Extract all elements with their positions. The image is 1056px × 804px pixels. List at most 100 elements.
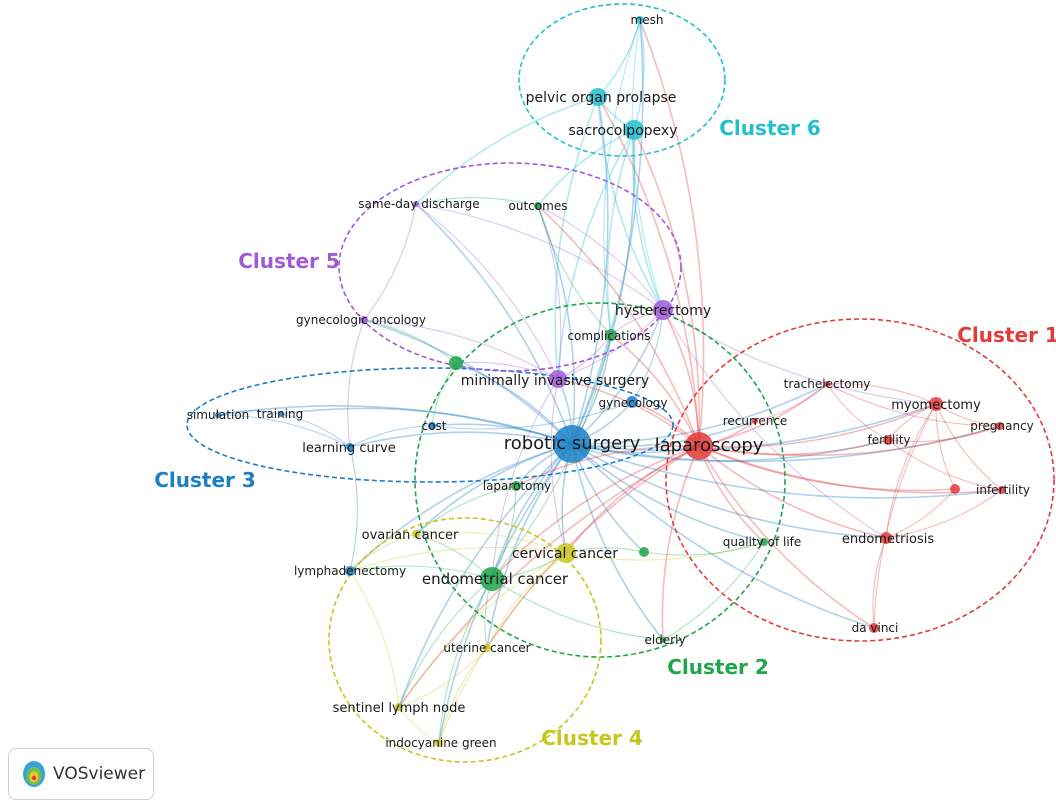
node-label-endometrial: endometrial cancer [422,570,569,588]
edge-robotic-uterine [486,443,573,649]
edge-mesh-complications [603,19,641,336]
edge-learning-training [280,413,351,448]
cluster-label-c4: Cluster 4 [541,726,643,750]
node-sentinel[interactable] [395,703,403,711]
node-gynecology[interactable] [626,396,638,408]
edge-mesh-hysterectomy [631,19,664,311]
node-label-sacro: sacrocolpopexy [568,123,677,139]
edge-cervical-lymph [349,546,567,572]
node-icg[interactable] [435,739,443,747]
cluster-label-c5: Cluster 5 [238,249,340,273]
edge-mis_green-gynonc [363,319,457,364]
node-robotic[interactable] [553,425,591,463]
node-red_small[interactable] [950,484,960,494]
edge-cervical-sentinel [398,552,567,708]
node-label-outcomes: outcomes [509,199,568,213]
edge-robotic-training [280,407,573,445]
node-label-pop: pelvic organ prolapse [526,90,677,106]
node-pop[interactable] [589,88,607,106]
edge-endometrial-laparotomy [491,485,517,580]
edge-robotic-endometriosis [571,443,887,539]
edge-sacro-hysterectomy [632,129,664,311]
edge-myomectomy-davinci [873,403,937,629]
edge-robotic-pop [571,96,609,445]
cluster-label-c3: Cluster 3 [154,468,256,492]
edge-endometrial-elderly [491,578,664,641]
node-mis_green[interactable] [449,356,463,370]
edge-laparoscopy-infertility [698,445,1003,494]
edge-elderly-qol [662,541,765,641]
edge-laparoscopy-outcomes [537,205,700,447]
node-label-learning: learning curve [302,441,396,456]
edge-laparoscopy-pop [597,96,700,447]
edge-pop-mis [554,96,599,380]
edge-cervical-ovarian [415,531,567,554]
node-infertility[interactable] [998,486,1006,494]
edge-robotic-fertility [571,439,889,462]
edge-robotic-recurrence [571,420,756,448]
node-laparoscopy[interactable] [685,432,713,460]
node-green_mid[interactable] [639,547,649,557]
edge-uterine-icg [438,647,488,744]
node-elderly[interactable] [660,637,666,643]
edge-layer [217,19,1003,744]
edge-cervical-icg [438,552,567,744]
edge-cervical-uterine [486,552,567,649]
edge-mis-gynonc [363,319,559,380]
edge-laparoscopy-complications [610,334,700,447]
node-label-davinci: da vinci [852,621,899,635]
node-learning[interactable] [346,443,354,451]
edge-robotic-qol [571,443,765,543]
node-label-ovarian: ovarian cancer [362,528,459,543]
node-label-laparoscopy: laparoscopy [655,435,764,456]
node-cost[interactable] [428,422,436,430]
node-trachel[interactable] [824,381,830,387]
node-label-laparotomy: laparotomy [483,479,552,493]
cluster-outline-c5 [338,162,682,372]
edge-sacro-mesh [633,19,645,131]
node-cervical[interactable] [556,543,576,563]
edge-myomectomy-endometriosis [885,403,937,539]
node-lymph[interactable] [345,566,355,576]
edge-outcomes-complications [537,205,612,336]
node-label-mesh: mesh [631,13,664,27]
node-ovarian[interactable] [412,530,420,538]
node-sacro[interactable] [624,120,644,140]
edge-mis-sameday [415,203,559,380]
edge-laparotomy-ovarian [415,485,517,535]
node-training[interactable] [278,411,284,417]
edge-learning-simulation [217,414,351,448]
edge-cervical-qol [565,541,765,561]
node-endometriosis[interactable] [880,532,892,544]
node-mis[interactable] [549,370,567,388]
node-endometrial[interactable] [480,567,504,591]
node-fertility[interactable] [883,435,893,445]
node-davinci[interactable] [869,623,879,633]
node-qol[interactable] [760,538,768,546]
edge-sacro-complications [606,129,635,336]
node-mesh[interactable] [636,16,644,24]
node-uterine[interactable] [483,644,491,652]
node-myomectomy[interactable] [929,397,943,411]
edge-outcomes-sameday [415,197,539,207]
node-outcomes[interactable] [534,202,542,210]
cluster-label-c1: Cluster 1 [957,323,1056,347]
node-recurrence[interactable] [752,418,758,424]
vosviewer-logo-icon [23,761,45,787]
node-label-fertility: fertility [867,433,910,447]
edge-laparoscopy-hysterectomy [662,309,700,447]
edge-sacro-outcomes [537,129,635,207]
node-simulation[interactable] [215,412,221,418]
edge-fertility-infertility [887,439,1003,491]
node-laparotomy[interactable] [511,481,521,491]
node-pregnancy[interactable] [996,422,1004,430]
edge-pop-hysterectomy [597,96,664,311]
node-sameday[interactable] [413,201,419,207]
node-complications[interactable] [605,329,617,341]
edge-robotic-myomectomy [571,403,937,452]
edge-robotic-gynonc [363,319,573,445]
edge-laparoscopy-pregnancy [698,425,1001,457]
node-hysterectomy[interactable] [653,300,673,320]
node-gynonc[interactable] [360,316,368,324]
